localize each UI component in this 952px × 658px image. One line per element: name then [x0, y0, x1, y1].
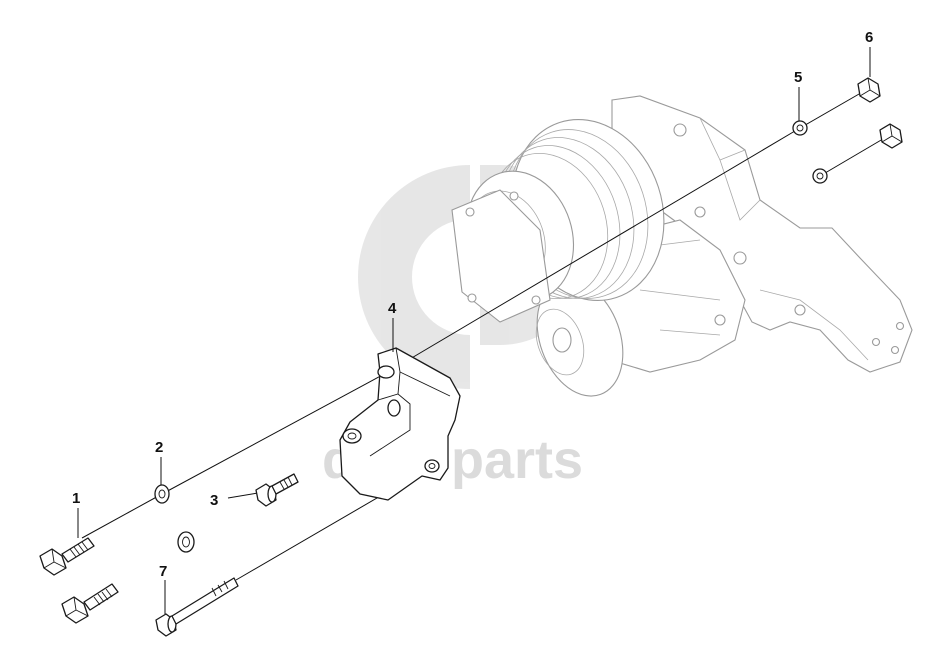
callout-3: 3	[210, 492, 218, 509]
part-washer-5b	[812, 168, 828, 184]
part-bolt-1a	[39, 537, 95, 576]
svg-text:3: 3	[210, 492, 218, 509]
svg-text:4: 4	[388, 300, 397, 317]
part-nut-6b	[879, 123, 903, 149]
part-washer-5a	[792, 120, 808, 136]
svg-text:7: 7	[159, 563, 167, 580]
callout-5: 5	[794, 69, 802, 121]
callout-2: 2	[155, 439, 163, 485]
part-bolt-1b	[61, 583, 119, 624]
part-flange-bolt-3	[255, 473, 299, 507]
callout-4: 4	[388, 300, 397, 352]
part-washer-2b	[177, 531, 195, 553]
svg-text:5: 5	[794, 69, 802, 86]
callout-1: 1	[72, 490, 80, 538]
part-long-bolt-7	[155, 577, 239, 637]
part-washer-2a	[154, 484, 170, 504]
assembly-axes	[81, 89, 889, 581]
part-bracket	[339, 347, 461, 501]
svg-text:6: 6	[865, 29, 873, 46]
svg-text:2: 2	[155, 439, 163, 456]
callout-6: 6	[865, 29, 873, 77]
part-nut-6a	[857, 77, 881, 103]
callout-7: 7	[159, 563, 167, 614]
water-pump-assembly	[451, 95, 913, 397]
svg-text:1: 1	[72, 490, 80, 507]
